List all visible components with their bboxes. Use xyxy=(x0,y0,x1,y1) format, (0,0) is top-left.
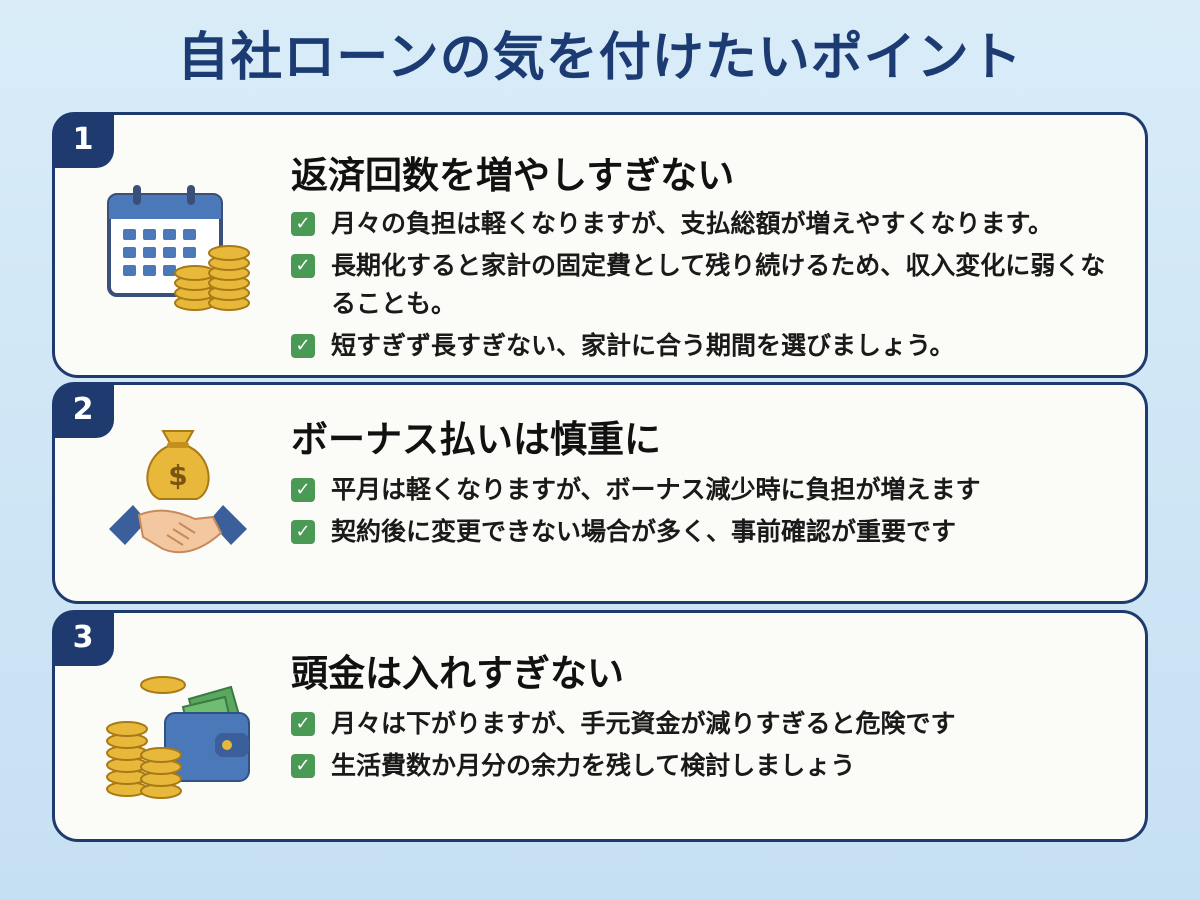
check-icon: ✓ xyxy=(291,712,315,736)
check-icon: ✓ xyxy=(291,254,315,278)
number-badge-1: 1 xyxy=(52,112,114,168)
list-item: ✓月々は下がりますが、手元資金が減りすぎると危険です xyxy=(291,705,1125,743)
point-card-3: 3 頭金は入れすぎない ✓月々は下がりますが、手元資金が減りすぎると危険です ✓… xyxy=(52,610,1148,842)
point-card-2: 2 $ ボーナス払いは慎重に ✓平月は軽くなりますが、ボーナス減少時に負担が増え… xyxy=(52,382,1148,604)
bullet-list-1: ✓月々の負担は軽くなりますが、支払総額が増えやすくなります。 ✓長期化すると家計… xyxy=(291,205,1125,369)
bullet-list-2: ✓平月は軽くなりますが、ボーナス減少時に負担が増えます ✓契約後に変更できない場… xyxy=(291,471,1125,555)
list-item: ✓平月は軽くなりますが、ボーナス減少時に負担が増えます xyxy=(291,471,1125,509)
money-bag-handshake-icon: $ xyxy=(103,421,253,575)
svg-text:$: $ xyxy=(168,459,187,492)
check-icon: ✓ xyxy=(291,520,315,544)
card-heading-2: ボーナス払いは慎重に xyxy=(291,418,661,461)
point-card-1: 1 返済回数を増やしすぎない xyxy=(52,112,1148,378)
number-badge-3: 3 xyxy=(52,610,114,666)
list-item: ✓短すぎず長すぎない、家計に合う期間を選びましょう。 xyxy=(291,327,1125,365)
bullet-list-3: ✓月々は下がりますが、手元資金が減りすぎると危険です ✓生活費数か月分の余力を残… xyxy=(291,705,1125,789)
check-icon: ✓ xyxy=(291,478,315,502)
list-item: ✓契約後に変更できない場合が多く、事前確認が重要です xyxy=(291,513,1125,551)
page-title: 自社ローンの気を付けたいポイント xyxy=(177,28,1023,88)
list-item: ✓生活費数か月分の余力を残して検討しましょう xyxy=(291,747,1125,785)
check-icon: ✓ xyxy=(291,754,315,778)
calendar-coins-icon xyxy=(103,181,253,315)
list-item: ✓月々の負担は軽くなりますが、支払総額が増えやすくなります。 xyxy=(291,205,1125,243)
list-item: ✓長期化すると家計の固定費として残り続けるため、収入変化に弱くなることも。 xyxy=(291,247,1125,323)
coins-wallet-icon xyxy=(103,673,253,807)
card-heading-1: 返済回数を増やしすぎない xyxy=(291,154,735,197)
check-icon: ✓ xyxy=(291,212,315,236)
number-badge-2: 2 xyxy=(52,382,114,438)
check-icon: ✓ xyxy=(291,334,315,358)
card-heading-3: 頭金は入れすぎない xyxy=(291,652,624,695)
